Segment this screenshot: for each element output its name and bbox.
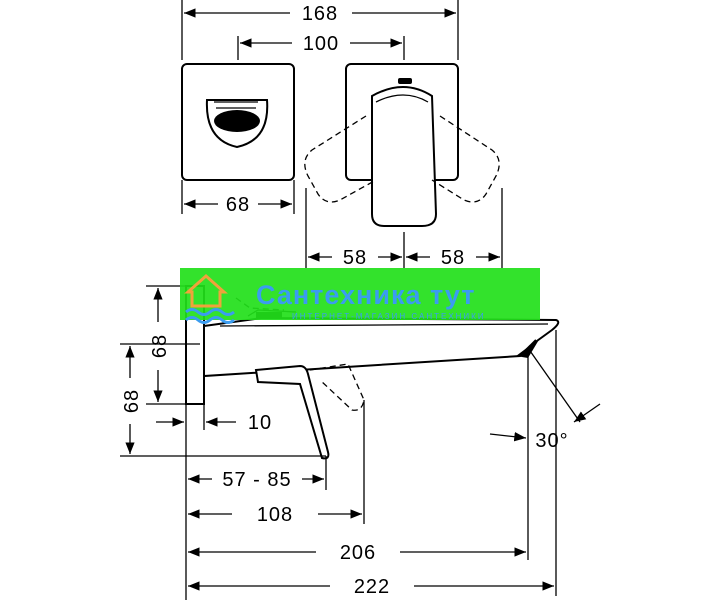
spout-top-view [371, 86, 438, 227]
control-knob [205, 99, 269, 149]
dim-spout-reach: 206 [340, 542, 376, 564]
watermark-tagline: ИНТЕРНЕТ-МАГАЗИН САНТЕХНИКИ [292, 312, 486, 321]
dim-swing-left: 58 [343, 247, 367, 269]
swing-outline-left [304, 115, 377, 203]
dim-spacing: 100 [303, 33, 339, 55]
watermark-brand: Сантехника тут [256, 280, 475, 310]
side-dimensions: 68 68 10 57 - 85 108 206 222 [120, 285, 557, 600]
lever-swing-outline [309, 363, 365, 411]
dim-plate-height: 68 [149, 334, 171, 358]
dim-spray-angle: 30° [535, 430, 568, 452]
spout-side-profile [203, 316, 560, 378]
house-logo-icon [184, 273, 235, 324]
dim-plate-width: 68 [226, 194, 250, 216]
left-wall-plate [181, 63, 295, 181]
swing-outline-right [431, 115, 500, 203]
watermark-background [180, 268, 540, 320]
dim-adjust-range: 57 - 85 [222, 469, 291, 491]
knob-opening [214, 110, 260, 132]
dim-overall-width: 168 [302, 3, 338, 25]
dim-body-depth: 108 [257, 504, 293, 526]
watermark: Сантехника тут ИНТЕРНЕТ-МАГАЗИН САНТЕХНИ… [180, 268, 540, 324]
lever-side [254, 364, 330, 460]
front-view [181, 63, 500, 227]
top-dimensions: 168 100 68 58 58 [181, 0, 503, 269]
dim-total-reach: 222 [354, 576, 390, 598]
dim-swing-right: 58 [441, 247, 465, 269]
dim-plate-depth: 10 [248, 412, 272, 434]
dim-wall-height: 68 [121, 389, 143, 413]
